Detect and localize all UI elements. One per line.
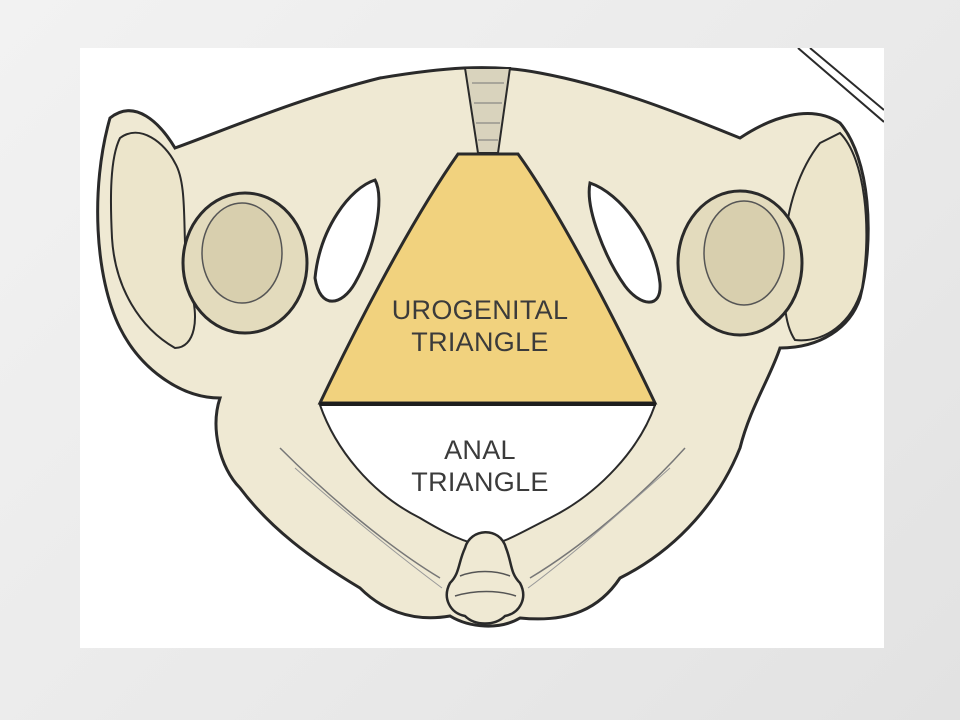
coccyx (445, 531, 525, 625)
pelvis-illustration (96, 48, 884, 628)
urogenital-label-line-2: TRIANGLE (411, 327, 549, 357)
right-iliac-wing (783, 131, 868, 342)
left-obturator-foramen (313, 178, 381, 303)
pelvis-diagram-panel: UROGENITAL TRIANGLE ANAL TRIANGLE (80, 48, 884, 648)
anal-label-line-2: TRIANGLE (411, 467, 549, 497)
anal-triangle-label: ANAL TRIANGLE (390, 434, 570, 498)
urogenital-triangle-label: UROGENITAL TRIANGLE (380, 294, 580, 358)
right-obturator-foramen (587, 181, 662, 304)
left-iliac-wing (109, 131, 196, 350)
corner-line (797, 48, 884, 123)
urogenital-label-line-1: UROGENITAL (391, 295, 569, 325)
anal-label-line-1: ANAL (444, 435, 516, 465)
